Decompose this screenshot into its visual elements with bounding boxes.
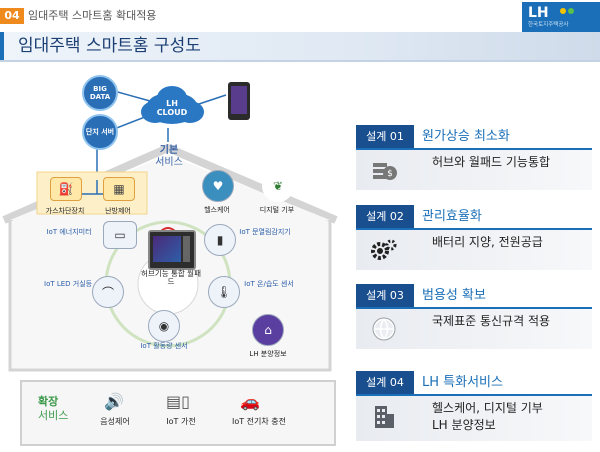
ceiling-light-icon: ⌒ — [92, 276, 124, 308]
logo-dot-green — [568, 8, 574, 14]
door-sensor-icon: ▮ — [204, 224, 236, 256]
gas-shutoff-icon: ⛽ — [50, 177, 82, 201]
cloud-label: LH CLOUD — [156, 99, 188, 117]
healthcare-label: 헬스케어 — [204, 206, 230, 214]
ev-charging-label: IoT 전기차 충전 — [231, 417, 287, 426]
wallpad-screen — [153, 236, 181, 262]
big-data-label: BIG DATA — [89, 85, 111, 101]
header — [0, 0, 600, 31]
link-cloud-phone — [195, 94, 227, 106]
card-tag: 설계 03 — [356, 284, 414, 307]
building-icon — [370, 402, 398, 430]
temp-humidity-label: IoT 온/습도 센서 — [244, 280, 294, 288]
appliance-icon: ▤▯ — [166, 392, 190, 411]
voice-control-label: 음성제어 — [100, 417, 130, 426]
energy-meter-label: IoT 에너지미터 — [46, 228, 92, 236]
card-header: 설계 03 범용성 확보 — [356, 284, 592, 309]
wallpad-device — [148, 230, 196, 270]
danji-server-label: 단지 서버 — [85, 128, 115, 136]
card-body: $ 허브와 월패드 기능통합 — [356, 150, 592, 190]
card-desc: 헬스케어, 디지털 기부 — [432, 401, 543, 415]
card-header: 설계 01 원가상승 최소화 — [356, 125, 592, 150]
card-body: 배터리 지양, 전원공급 — [356, 230, 592, 270]
title-divider — [0, 60, 600, 62]
link-bigdata-cloud — [113, 90, 151, 102]
led-light-label: IoT LED 거실등 — [44, 280, 93, 288]
lh-logo: LH 한국토지주택공사 — [522, 2, 600, 32]
energy-meter-icon: ▭ — [103, 221, 137, 249]
title-accent — [0, 32, 4, 60]
section-number: 04 — [0, 8, 24, 24]
logo-text: LH — [528, 5, 549, 21]
appliance-label: IoT 가전 — [166, 417, 196, 426]
heating-control-icon: ▦ — [103, 177, 135, 201]
gears-icon — [370, 236, 398, 264]
design-card-1: 설계 01 원가상승 최소화 $ 허브와 월패드 기능통합 — [356, 125, 592, 190]
design-card-2: 설계 02 관리효율화 배터리 지양, 전원공급 — [356, 205, 592, 270]
heating-control-label: 난방제어 — [105, 207, 131, 215]
hub-wallpad-label: 허브기능 통합 월패드 — [141, 269, 201, 286]
card-tag: 설계 04 — [356, 371, 414, 394]
card-title: 원가상승 최소화 — [422, 129, 510, 144]
digital-donation-label: 디지털 기부 — [259, 206, 295, 214]
svg-text:$: $ — [387, 169, 393, 179]
card-desc: 허브와 월패드 기능통합 — [432, 155, 551, 169]
card-tag: 설계 02 — [356, 205, 414, 228]
card-header: 설계 02 관리효율화 — [356, 205, 592, 230]
digital-donation-icon: ❦ — [262, 170, 294, 202]
card-desc: 배터리 지양, 전원공급 — [432, 235, 543, 249]
thermometer-icon: 🌡 — [208, 276, 240, 308]
card-title: 범용성 확보 — [422, 288, 486, 303]
card-title: 관리효율화 — [422, 209, 482, 224]
card-desc: 국제표준 통신규격 적용 — [432, 314, 551, 328]
wallpad-buttons — [183, 236, 190, 262]
page-title: 임대주택 스마트홈 구성도 — [18, 36, 201, 56]
extension-sub: 서비스 — [38, 409, 69, 422]
basic-service-sub: 서비스 — [155, 157, 183, 168]
cloud-icon — [141, 86, 204, 124]
card-body: 국제표준 통신규격 적용 — [356, 309, 592, 349]
extension-panel — [20, 380, 336, 446]
logo-subtext: 한국토지주택공사 — [528, 22, 569, 28]
design-card-3: 설계 03 범용성 확보 국제표준 통신규격 적용 — [356, 284, 592, 349]
ev-charging-icon: 🚗 — [240, 392, 260, 411]
card-tag: 설계 01 — [356, 125, 414, 148]
network-icon — [370, 315, 398, 343]
card-header: 설계 04 LH 특화서비스 — [356, 371, 592, 396]
lh-info-label: LH 분양정보 — [249, 350, 287, 358]
card-desc-2: LH 분양정보 — [432, 418, 496, 432]
danji-server-badge: 단지 서버 — [82, 114, 118, 150]
design-card-4: 설계 04 LH 특화서비스 헬스케어, 디지털 기부 LH 분양정보 — [356, 371, 592, 441]
logo-dot-yellow — [560, 8, 566, 14]
big-data-badge: BIG DATA — [82, 75, 118, 111]
activity-sensor-icon: ◉ — [148, 310, 180, 342]
healthcare-icon: ♥ — [202, 170, 234, 202]
door-sensor-label: IoT 문열림감지기 — [239, 228, 291, 236]
activity-sensor-label: IoT 활동량 센서 — [140, 342, 188, 350]
house-info-icon: ⌂ — [252, 314, 284, 346]
section-title: 임대주택 스마트홈 확대적용 — [28, 9, 157, 22]
card-title: LH 특화서비스 — [422, 375, 503, 390]
extension-title: 확장 — [38, 395, 59, 408]
cost-icon: $ — [370, 156, 398, 184]
voice-control-icon: 🔊 — [104, 392, 124, 411]
title-bar — [0, 32, 600, 60]
card-body: 헬스케어, 디지털 기부 LH 분양정보 — [356, 396, 592, 441]
basic-service-title: 기본 — [159, 145, 179, 156]
gas-shutoff-label: 가스차단장치 — [45, 207, 85, 215]
